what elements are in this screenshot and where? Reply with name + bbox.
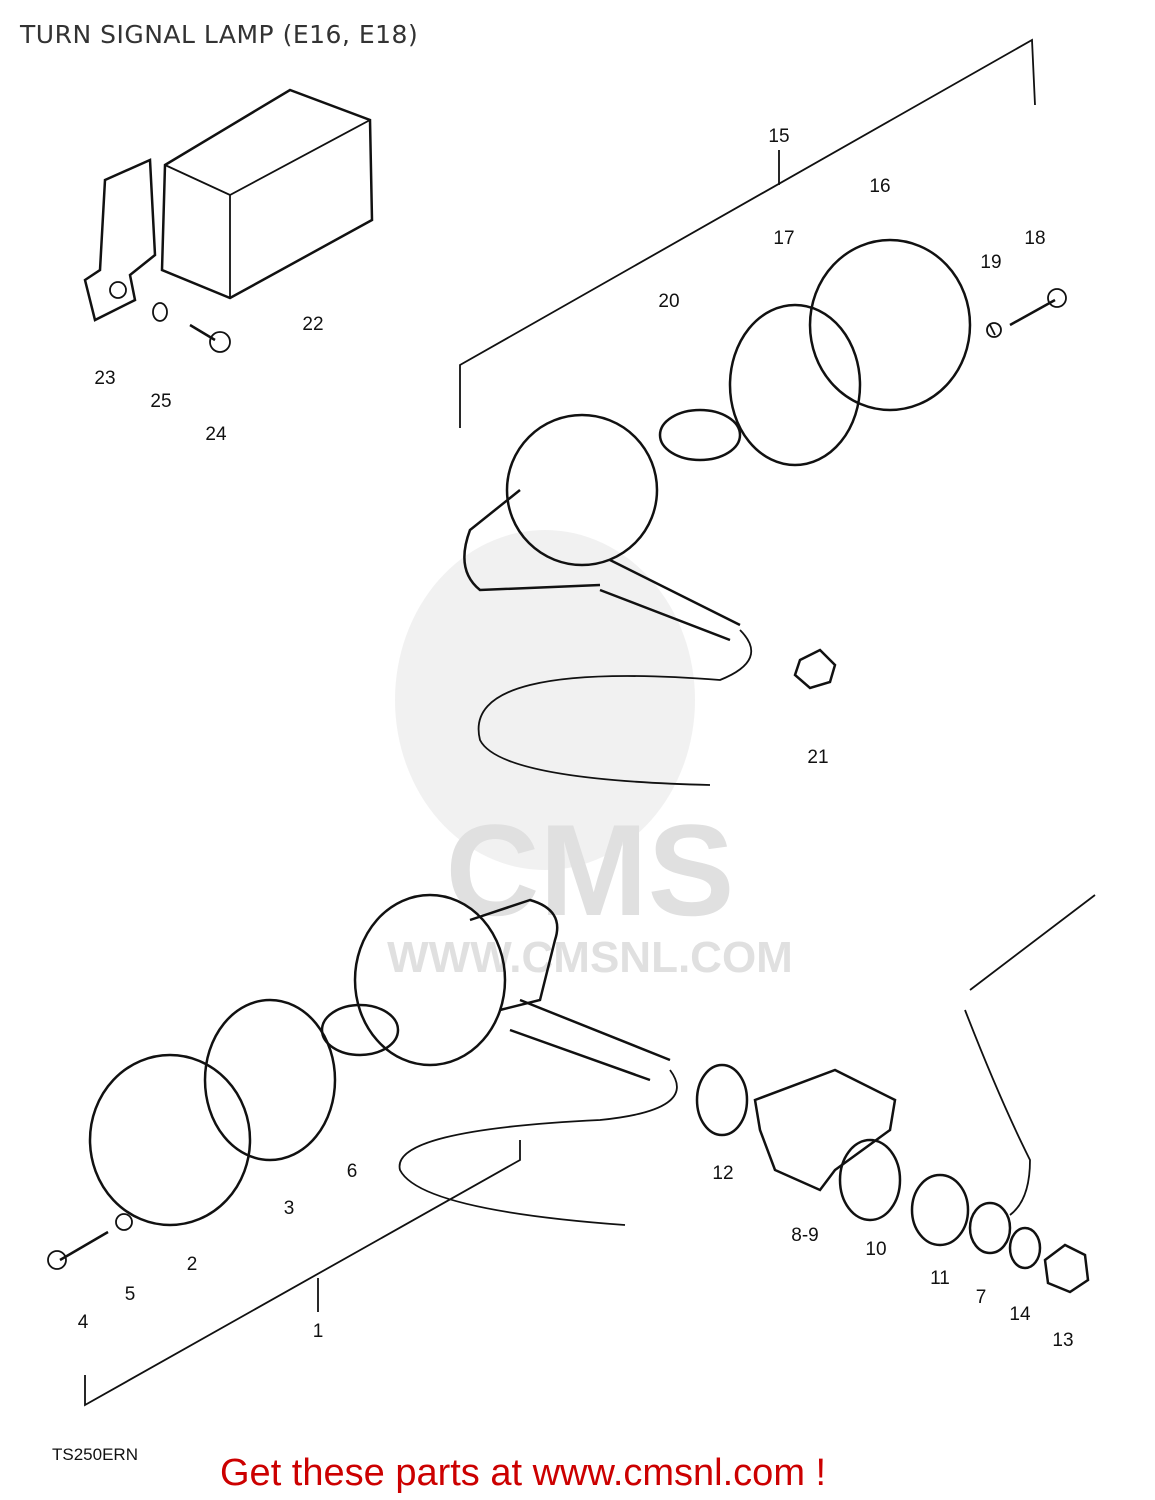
- upper-turn-signal: [463, 238, 1067, 786]
- part-label-1: 1: [313, 1321, 324, 1342]
- part-label-21: 21: [807, 747, 828, 768]
- part-label-12: 12: [712, 1163, 733, 1184]
- promo-link[interactable]: Get these parts at www.cmsnl.com !: [220, 1452, 827, 1494]
- part-label-5: 5: [125, 1284, 136, 1305]
- part-label-17: 17: [773, 228, 794, 249]
- part-label-22: 22: [302, 314, 323, 335]
- part-label-13: 13: [1052, 1330, 1073, 1351]
- page-title: TURN SIGNAL LAMP (E16, E18): [20, 20, 419, 49]
- part-label-19: 19: [980, 252, 1001, 273]
- model-code: TS250ERN: [52, 1445, 138, 1464]
- part-label-20: 20: [658, 291, 679, 312]
- part-label-15: 15: [768, 126, 789, 147]
- assembly-bracket-1: [84, 1140, 521, 1407]
- part-label-24: 24: [205, 424, 227, 445]
- flasher-relay: [83, 88, 374, 353]
- part-label-23: 23: [94, 368, 115, 389]
- part-label-6: 6: [347, 1161, 358, 1182]
- part-label-4: 4: [78, 1312, 89, 1333]
- part-label-16: 16: [869, 176, 890, 197]
- watermark: CMS WWW.CMSNL.COM: [387, 530, 793, 982]
- part-label-3: 3: [284, 1198, 295, 1219]
- part-label-8-9: 8-9: [791, 1225, 818, 1246]
- part-label-10: 10: [865, 1239, 886, 1260]
- part-label-7: 7: [976, 1287, 987, 1308]
- watermark-url: WWW.CMSNL.COM: [387, 933, 793, 982]
- part-label-25: 25: [150, 391, 171, 412]
- part-label-2: 2: [187, 1254, 198, 1275]
- watermark-logo: CMS: [446, 797, 735, 943]
- part-label-18: 18: [1024, 228, 1045, 249]
- assembly-bracket-15: [459, 38, 1036, 428]
- part-label-14: 14: [1009, 1304, 1031, 1325]
- lower-turn-signal: [47, 893, 1096, 1294]
- part-label-11: 11: [930, 1268, 950, 1289]
